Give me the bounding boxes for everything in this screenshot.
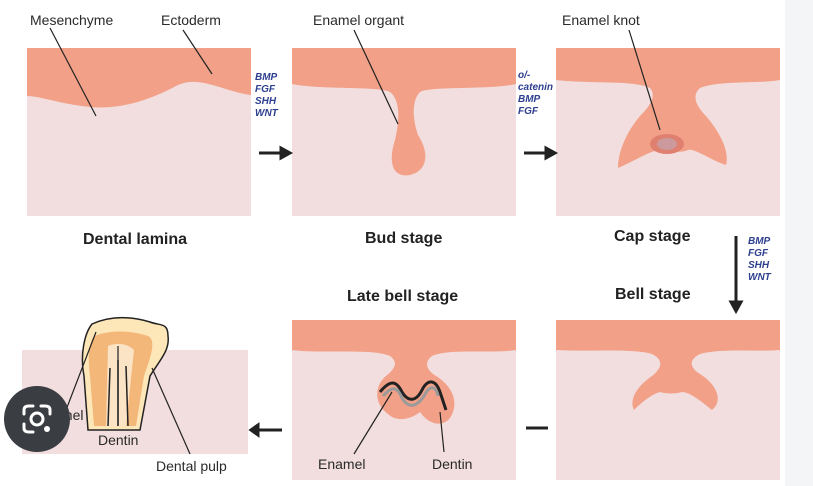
label-late-bell-dentin: Dentin <box>432 456 473 472</box>
panel-bell-stage <box>556 320 780 480</box>
signal-item: catenin <box>518 82 554 93</box>
signal-item: SHH <box>255 96 277 107</box>
signals-group-1: BMP FGF SHH WNT <box>255 72 278 120</box>
signal-item: BMP <box>748 236 771 247</box>
signal-item: WNT <box>255 108 278 119</box>
signal-item: o/- <box>518 70 531 81</box>
label-ectoderm: Ectoderm <box>161 12 221 28</box>
signal-item: BMP <box>255 72 278 83</box>
panel-cap-stage <box>556 48 780 216</box>
title-bell-stage: Bell stage <box>615 286 691 303</box>
signal-item: FGF <box>748 248 768 259</box>
label-enamel-organ: Enamel organt <box>313 12 405 28</box>
signal-item: BMP <box>518 94 541 105</box>
panel-bud-stage <box>292 48 516 216</box>
label-late-bell-enamel: Enamel <box>318 456 366 472</box>
signal-item: WNT <box>748 272 771 283</box>
title-late-bell-stage: Late bell stage <box>347 288 459 305</box>
title-bud-stage: Bud stage <box>365 230 443 247</box>
signal-item: FGF <box>255 84 275 95</box>
label-tooth-dentin: Dentin <box>98 432 139 448</box>
signal-item: FGF <box>518 106 538 117</box>
label-tooth-dental-pulp: Dental pulp <box>156 458 227 474</box>
google-lens-button[interactable] <box>4 386 70 452</box>
stage-arrows <box>248 145 744 438</box>
pointer-lines <box>49 27 661 455</box>
signals-group-3: BMP FGF SHH WNT <box>748 236 771 284</box>
title-cap-stage: Cap stage <box>614 228 691 245</box>
label-mesenchyme: Mesenchyme <box>30 12 114 28</box>
panel-late-bell-stage <box>292 320 516 480</box>
panel-dental-lamina <box>27 48 251 216</box>
label-enamel-knot: Enamel knot <box>562 12 640 28</box>
signal-item: SHH <box>748 260 770 271</box>
signals-group-2: o/- catenin BMP FGF <box>518 70 553 118</box>
title-dental-lamina: Dental lamina <box>83 231 188 248</box>
google-lens-icon <box>22 404 52 434</box>
